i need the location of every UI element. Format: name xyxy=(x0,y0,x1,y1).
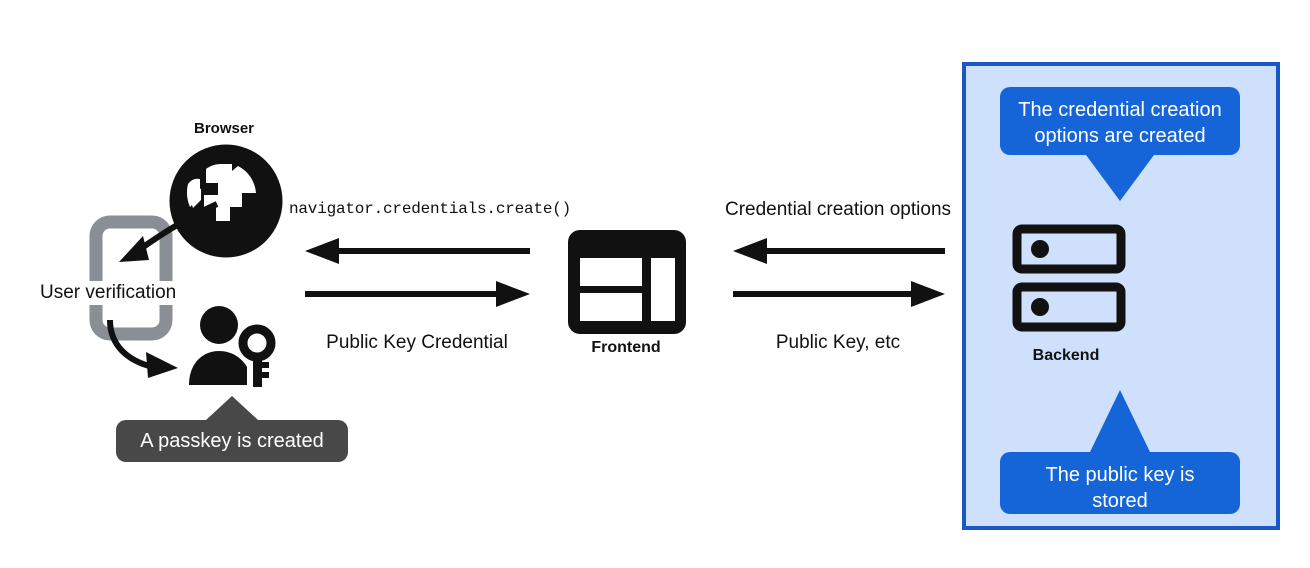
browser-label: Browser xyxy=(193,120,255,137)
tooltip-passkey-created: A passkey is created xyxy=(116,396,348,462)
arrow-label-navigator-create: navigator.credentials.create() xyxy=(289,200,572,218)
arrow-right-public-key-credential-icon xyxy=(305,281,530,307)
callout-line-2: options are created xyxy=(1034,125,1206,147)
user-verification-label: User verification xyxy=(38,281,179,305)
arrow-left-navigator-create-icon xyxy=(305,238,530,264)
tooltip-text: A passkey is created xyxy=(140,430,324,452)
browser-layout-icon xyxy=(568,230,686,334)
person-with-key-icon xyxy=(183,305,283,389)
callout-public-key-stored: The public key is stored xyxy=(1000,390,1240,514)
callout-line-1: The credential creation xyxy=(1018,99,1222,121)
arrow-label-public-key-credential: Public Key Credential xyxy=(326,332,508,353)
callout-line-2: stored xyxy=(1092,490,1148,512)
smartphone-icon xyxy=(89,215,173,341)
server-stack-icon xyxy=(1012,224,1126,335)
arrow-phone-to-user-icon xyxy=(102,318,212,386)
arrow-left-credential-creation-options-icon xyxy=(733,238,945,264)
callout-credential-creation-options: The credential creation options are crea… xyxy=(1000,87,1240,201)
arrow-right-public-key-etc-icon xyxy=(733,281,945,307)
callout-tail-down-icon xyxy=(1086,155,1154,201)
callout-tail-up-icon xyxy=(1090,390,1150,452)
arrow-browser-to-phone-icon xyxy=(95,200,225,270)
frontend-label: Frontend xyxy=(591,339,661,356)
arrow-label-public-key-etc: Public Key, etc xyxy=(775,332,901,353)
callout-line-1: The public key is xyxy=(1045,464,1195,486)
tooltip-tail-up-icon xyxy=(206,396,258,420)
globe-icon xyxy=(169,144,283,258)
arrow-label-credential-creation-options: Credential creation options xyxy=(724,199,952,220)
backend-label: Backend xyxy=(1032,347,1100,364)
